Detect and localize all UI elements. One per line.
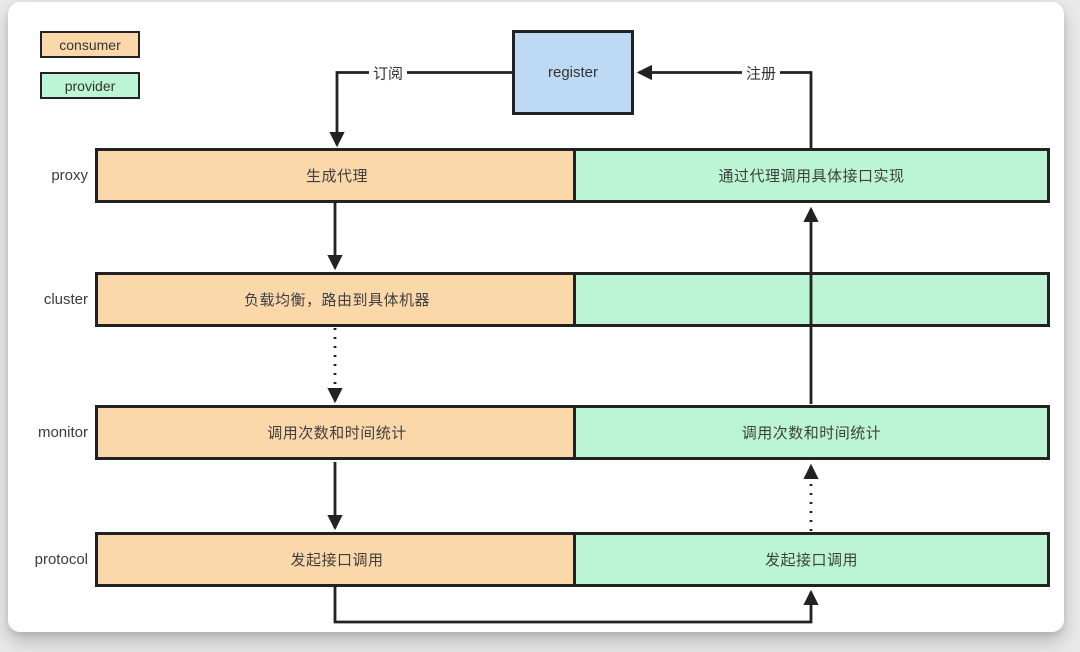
legend-provider-label: provider — [64, 77, 116, 94]
row-proxy: 生成代理 通过代理调用具体接口实现 — [95, 148, 1050, 203]
register-edge-label: 注册 — [741, 62, 781, 84]
row-cluster-provider-text — [576, 275, 1047, 324]
legend-consumer-label: consumer — [59, 36, 121, 53]
subscribe-edge-label: 订阅 — [368, 62, 408, 84]
row-label-monitor: monitor — [37, 424, 88, 441]
row-cluster-consumer-text: 负载均衡，路由到具体机器 — [243, 292, 430, 309]
row-cluster-consumer-cell — [98, 275, 576, 324]
row-cluster: 负载均衡，路由到具体机器 — [95, 272, 1050, 327]
row-monitor: 调用次数和时间统计 调用次数和时间统计 — [95, 405, 1050, 460]
register-node: register — [512, 30, 634, 115]
row-protocol: 发起接口调用 发起接口调用 — [95, 532, 1050, 587]
row-protocol-provider-text: 发起接口调用 — [764, 552, 858, 569]
arrow-register — [636, 64, 813, 148]
row-label-cluster: cluster — [43, 291, 88, 308]
row-protocol-consumer-text: 发起接口调用 — [290, 552, 384, 569]
row-proxy-consumer-cell — [98, 151, 576, 200]
row-protocol-consumer-cell — [98, 535, 576, 584]
legend-provider: provider — [40, 72, 140, 99]
arrow-protocol-consumer-to-provider — [333, 586, 819, 624]
row-label-proxy: proxy — [51, 167, 88, 184]
row-monitor-provider-text: 调用次数和时间统计 — [741, 425, 882, 442]
row-monitor-consumer-cell — [98, 408, 576, 457]
row-proxy-consumer-text: 生成代理 — [305, 168, 368, 185]
legend-consumer: consumer — [40, 31, 140, 58]
row-label-protocol: protocol — [34, 551, 88, 568]
register-node-label: register — [547, 64, 599, 81]
row-monitor-consumer-text: 调用次数和时间统计 — [267, 425, 407, 442]
row-proxy-provider-text: 通过代理调用具体接口实现 — [718, 168, 905, 185]
arrow-subscribe — [329, 71, 512, 148]
